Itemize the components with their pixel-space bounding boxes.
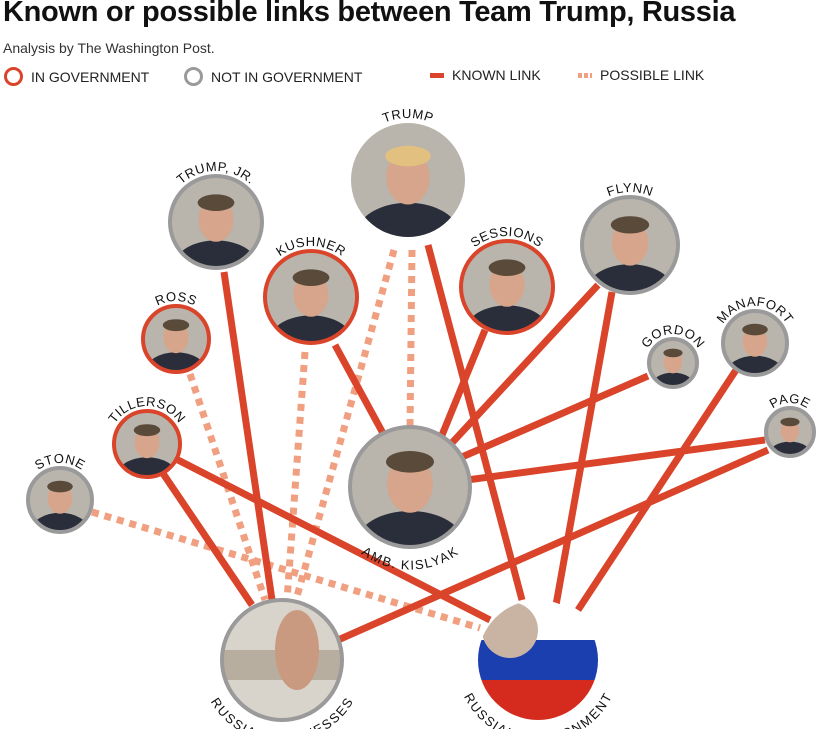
node-label: STONE [32,451,88,473]
in-government-ring [112,409,182,479]
possible-link-line [292,249,398,601]
legend-not-in-government: NOT IN GOVERNMENT [184,67,362,86]
in-government-ring [263,249,359,345]
not-in-government-ring [580,195,680,295]
possible-link-line [406,249,416,429]
solid-line-icon [430,72,444,78]
node-kushner[interactable]: KUSHNER [260,234,362,366]
known-link-line [552,291,616,606]
portrait-photo [170,176,262,268]
known-link-line [220,271,276,601]
not-in-government-ring [647,337,699,389]
node-trump-jr[interactable]: TRUMP, JR. [165,159,267,291]
legend-label: NOT IN GOVERNMENT [211,68,363,85]
node-manafort[interactable]: MANAFORT [713,294,796,391]
known-link-line [447,282,601,448]
node-trump[interactable]: TRUMP [346,106,470,266]
known-link-line [159,470,255,607]
node-ross[interactable]: ROSS [138,289,214,389]
node-gordon[interactable]: GORDON [638,322,708,399]
in-government-ring [141,304,211,374]
not-in-government-ring [348,425,472,549]
possible-link-line [283,351,309,601]
node-sessions[interactable]: SESSIONS [456,224,558,356]
known-link-line [453,372,650,464]
known-link-line [336,446,770,644]
node-label: FLYNN [605,180,656,199]
not-in-government-ring [764,406,816,458]
portrait-photo [222,600,342,720]
known-link-line [176,456,492,624]
node-label: TRUMP [380,106,435,126]
not-in-government-ring [220,598,344,722]
not-in-government-ring [26,466,94,534]
portrait-photo [351,123,465,237]
in-government-ring [459,239,555,335]
dotted-line-icon [578,72,592,78]
portrait-photo [143,306,209,372]
legend-known-link: KNOWN LINK [430,67,541,83]
known-link-line [575,368,739,612]
possible-link-line [90,508,482,632]
portrait-photo [478,600,598,720]
known-link-line [436,328,489,442]
portrait-photo [350,427,470,547]
not-in-government-ring [168,174,264,270]
title: Known or possible links between Team Tru… [3,0,736,28]
portrait-photo [461,241,553,333]
node-flynn[interactable]: FLYNN [577,180,683,317]
known-link-line [331,343,389,439]
node-page[interactable]: PAGE [761,391,819,468]
not-in-government-ring [721,309,789,377]
node-russian-businesses[interactable]: RUSSIAN BUSINESSES [208,598,356,729]
legend-label: POSSIBLE LINK [600,67,705,83]
legend-in-government: IN GOVERNMENT [4,67,149,86]
gray-ring-icon [184,67,203,86]
red-ring-icon [4,67,23,86]
legend-possible-link: POSSIBLE LINK [578,67,704,83]
subtitle: Analysis by The Washington Post. [3,40,215,56]
node-stone[interactable]: STONE [23,451,97,548]
legend-label: KNOWN LINK [452,67,541,83]
legend-label: IN GOVERNMENT [31,68,150,85]
node-tillerson[interactable]: TILLERSON [105,394,189,494]
known-link-line [466,436,766,484]
portrait-photo [582,197,678,293]
portrait-photo [265,251,357,343]
